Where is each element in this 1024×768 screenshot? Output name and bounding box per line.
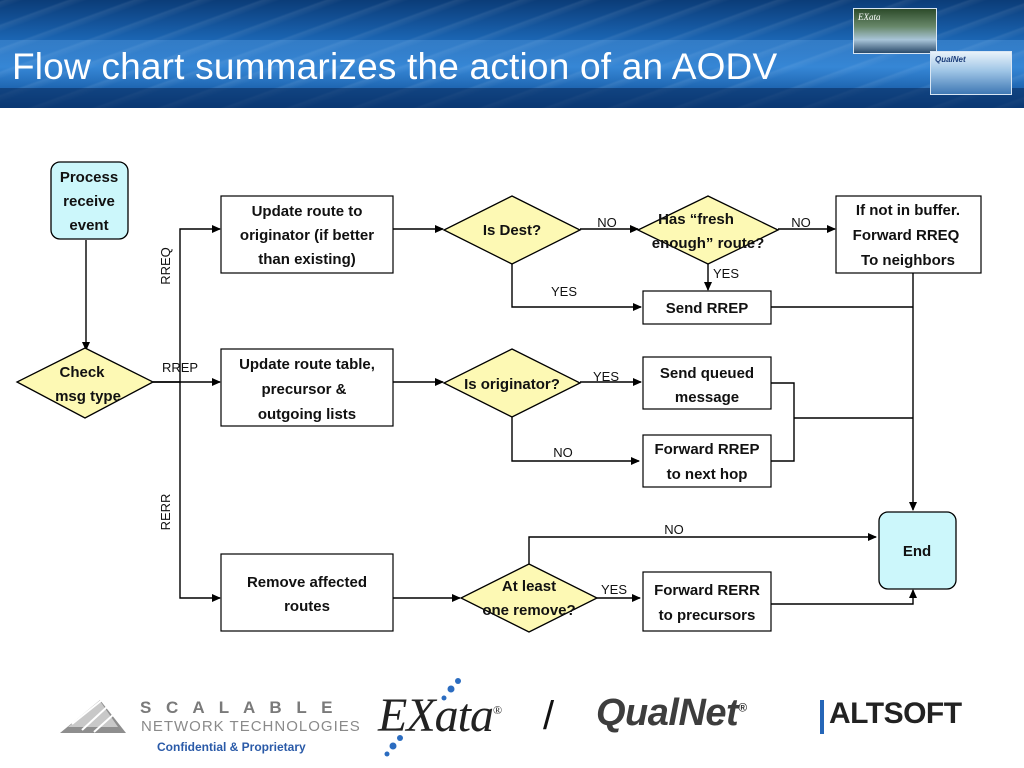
svg-text:than existing): than existing) [258,251,356,268]
node-update-route-table: Update route table, precursor & outgoing… [220,348,394,427]
svg-text:msg type: msg type [55,388,121,405]
logo-separator: / [543,694,555,738]
node-update-route-originator: Update route to originator (if better th… [220,195,394,274]
svg-text:End: End [903,543,931,560]
svg-text:Is Dest?: Is Dest? [483,222,541,239]
node-is-dest: Is Dest? [442,195,582,265]
network-technologies-text: NETWORK TECHNOLOGIES [141,718,361,735]
altsoft-logo: ALTSOFT [829,697,962,730]
svg-text:At least: At least [502,578,556,595]
node-is-originator: Is originator? [442,348,582,418]
qualnet-thumbnail: QualNet [930,51,1012,95]
svg-text:routes: routes [284,598,330,615]
svg-text:enough” route?: enough” route? [652,235,765,252]
svg-text:If not in buffer.: If not in buffer. [856,202,960,219]
node-process-receive-event: Process receive event [50,161,129,240]
label-rreq: RREQ [158,247,173,285]
slide-title: Flow chart summarizes the action of an A… [12,46,778,87]
arrow-isorig-no [511,416,640,465]
svg-text:Remove affected: Remove affected [247,574,367,591]
arrow-isdest-yes [511,263,642,311]
svg-text:Is originator?: Is originator? [464,376,560,393]
svg-text:Forward RREQ: Forward RREQ [853,227,960,244]
node-end: End [878,511,957,590]
label-atleast-no: NO [664,522,684,537]
svg-text:to next hop: to next hop [667,466,748,483]
header-bar [0,88,1024,108]
altsoft-divider [820,700,824,734]
node-send-queued-message: Send queued message [642,356,772,410]
label-rrep: RREP [162,360,198,375]
node-fresh-enough-route: Has “fresh enough” route? [636,195,780,265]
svg-text:Update route table,: Update route table, [239,356,375,373]
svg-text:event: event [69,217,108,234]
scalable-logo-mark [60,699,126,733]
qualnet-logo: QualNet® [596,692,747,734]
svg-text:Has “fresh: Has “fresh [658,211,734,228]
svg-text:to precursors: to precursors [659,607,756,624]
svg-text:one remove?: one remove? [482,602,575,619]
svg-text:Forward RREP: Forward RREP [654,441,759,458]
label-atleast-yes: YES [601,582,627,597]
svg-text:Update route to: Update route to [252,203,363,220]
svg-text:Send queued: Send queued [660,365,754,382]
label-rerr: RERR [158,494,173,531]
exata-thumbnail: EXata [853,8,937,54]
exata-logo-dots [384,678,461,757]
arrow-rerr [179,382,221,602]
node-check-msg-type: Check msg type [15,347,155,419]
connectors [82,225,917,605]
label-isorig-no: NO [553,445,573,460]
svg-text:To neighbors: To neighbors [861,252,955,269]
label-isdest-yes: YES [551,284,577,299]
node-at-least-one-remove: At least one remove? [459,563,599,633]
node-forward-rerr: Forward RERR to precursors [642,571,772,632]
svg-text:originator (if better: originator (if better [240,227,374,244]
node-forward-rreq: If not in buffer. Forward RREQ To neighb… [835,195,982,274]
node-send-rrep: Send RREP [642,290,772,325]
scalable-wordmark: S C A L A B L E [140,698,338,717]
svg-text:Send RREP: Send RREP [666,300,749,317]
svg-text:Forward RERR: Forward RERR [654,582,760,599]
arrow-atleast-no [528,533,877,564]
svg-text:receive: receive [63,193,115,210]
label-isorig-yes: YES [593,369,619,384]
label-fresh-no: NO [791,215,811,230]
svg-text:Process: Process [60,169,118,186]
bracket-queued-forward [771,382,795,462]
node-forward-rrep: Forward RREP to next hop [642,434,772,488]
exata-logo: EXata® [378,689,502,742]
svg-text:message: message [675,389,739,406]
confidential-text: Confidential & Proprietary [157,740,306,754]
svg-text:precursor &: precursor & [261,381,346,398]
arrow-rerr-to-end [771,589,917,605]
svg-text:outgoing lists: outgoing lists [258,406,356,423]
svg-text:Check: Check [59,364,105,381]
label-fresh-yes: YES [713,266,739,281]
label-isdest-no: NO [597,215,617,230]
node-remove-affected-routes: Remove affected routes [220,553,394,632]
